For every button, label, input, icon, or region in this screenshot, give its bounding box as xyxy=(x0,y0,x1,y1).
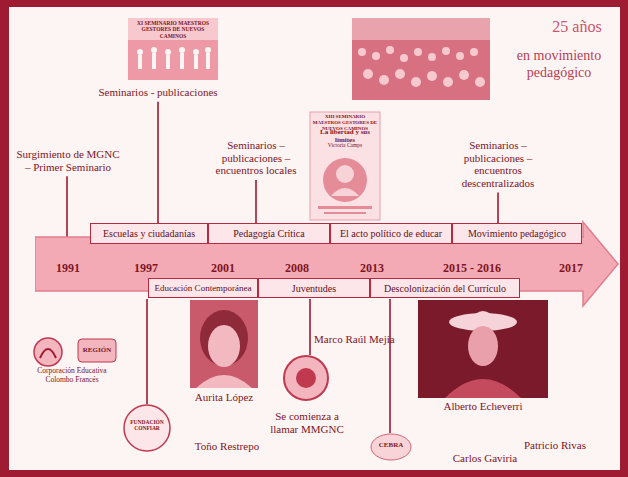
band-text: Pedagogía Crítica xyxy=(233,228,304,239)
leader-lines xyxy=(147,299,390,433)
leader-line xyxy=(157,102,159,223)
band-text: Juventudes xyxy=(292,283,336,294)
band-text: Movimiento pedagógico xyxy=(468,228,566,239)
year-label: 2017 xyxy=(531,261,611,276)
text-label: La libertad y sus límites xyxy=(312,128,378,144)
year-label: 1997 xyxy=(106,261,186,276)
period-band: Escuelas y ciudadanías xyxy=(90,223,208,244)
leader-line xyxy=(255,180,257,223)
logo xyxy=(371,434,411,460)
year-label: 1991 xyxy=(28,261,108,276)
text-label: Surgimiento de MGNC – Primer Seminario xyxy=(16,148,120,173)
arrow-body xyxy=(35,222,618,306)
band-text: Descolonización del Currículo xyxy=(384,283,506,294)
logo xyxy=(284,356,328,400)
text-label: CEBRA xyxy=(371,441,411,449)
band-text: Escuelas y ciudadanías xyxy=(103,228,195,239)
text-label: Aurita López xyxy=(184,391,264,404)
text-label: Seminarios - publicaciones xyxy=(93,86,223,99)
text-label: 25 años xyxy=(540,18,614,36)
text-label: Seminarios – publicaciones – encuentros … xyxy=(208,139,304,177)
band-text: El acto político de educar xyxy=(340,228,442,239)
year-label: 2008 xyxy=(257,261,337,276)
text-label: FUNDACIÓN CONFIAR xyxy=(126,419,168,432)
period-band: Juventudes xyxy=(258,278,370,298)
text-label: Toño Restrepo xyxy=(182,440,272,453)
year-label: 2013 xyxy=(332,261,412,276)
leader-line xyxy=(497,193,499,223)
text-label: Seminarios – publicaciones – encuentros … xyxy=(448,139,548,190)
portrait-photo xyxy=(418,300,548,398)
text-label: XI SEMINARIO MAESTROS GESTORES DE NUEVOS… xyxy=(130,20,216,39)
text-label: Patricio Rivas xyxy=(515,439,595,452)
period-band: El acto político de educar xyxy=(330,223,452,244)
year-label: 2001 xyxy=(183,261,263,276)
text-label: Carlos Gaviria xyxy=(440,452,530,465)
period-band: Descolonización del Currículo xyxy=(370,278,520,298)
logo xyxy=(124,405,170,451)
leader-line xyxy=(66,176,68,238)
text-label: Victoria Camps xyxy=(312,142,378,148)
period-band: Educación Contemporánea xyxy=(148,278,258,298)
logo xyxy=(34,338,116,366)
seminar-poster xyxy=(128,18,218,80)
text-label: Corporación Educativa Colombo Francés xyxy=(24,367,120,384)
period-band: Pedagogía Crítica xyxy=(208,223,330,244)
text-label: en movimiento pedagógico xyxy=(500,48,618,82)
text-label: Marco Raúl Mejía xyxy=(314,333,406,346)
year-label: 2015 - 2016 xyxy=(432,261,512,276)
portrait-photo xyxy=(190,300,258,388)
band-text: Educación Contemporánea xyxy=(154,283,251,293)
text-label: Se comienza a llamar MMGNC xyxy=(262,410,352,435)
seminar-poster xyxy=(310,112,380,220)
text-label: Alberto Echeverri xyxy=(438,400,528,413)
crowd-photo xyxy=(352,18,490,100)
period-band: Movimiento pedagógico xyxy=(452,223,582,244)
text-label: REGIÓN xyxy=(78,346,116,354)
